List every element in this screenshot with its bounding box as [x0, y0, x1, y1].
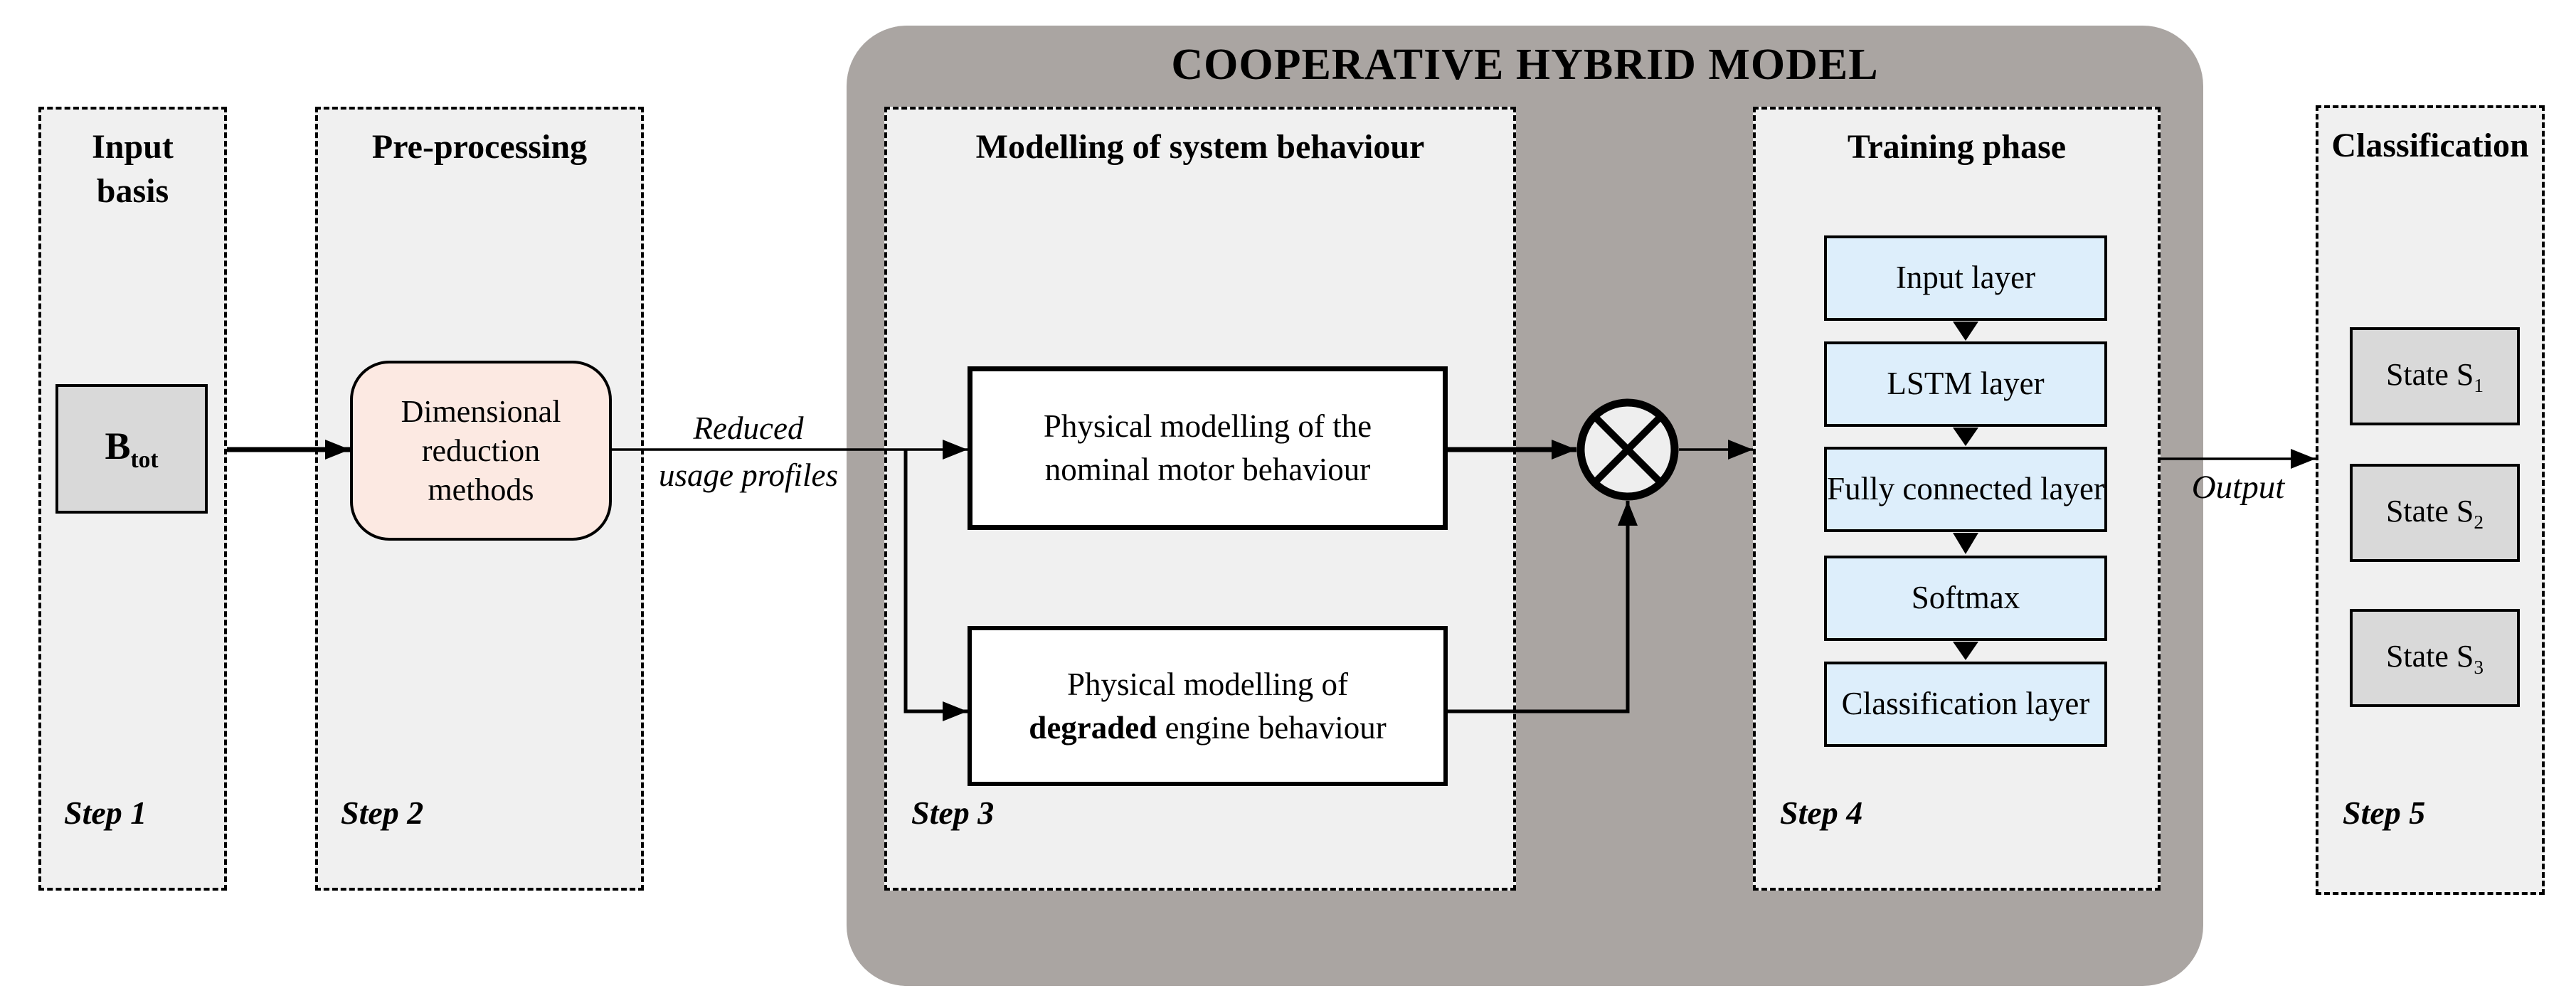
- panel-input-basis-title: Input basis: [41, 125, 224, 214]
- state-s1-subscript: 1: [2474, 374, 2484, 396]
- btot-main: B: [105, 425, 131, 468]
- step4-label: Step 4: [1780, 795, 1863, 831]
- nominal-line1: Physical modelling of the: [1043, 408, 1372, 445]
- degraded-line1: Physical modelling of: [1067, 666, 1348, 702]
- state-s2-node: State S2: [2350, 464, 2520, 562]
- state-s3-label: State S3: [2386, 638, 2484, 679]
- state-s3-node: State S3: [2350, 609, 2520, 707]
- panel-pre-processing-title: Pre-processing: [371, 128, 588, 166]
- step3-label: Step 3: [911, 795, 995, 831]
- nominal-modelling-node: Physical modelling of the nominal motor …: [968, 366, 1448, 530]
- state-s2-main: State S: [2385, 493, 2474, 529]
- output-label: Output: [2191, 469, 2285, 506]
- degraded-modelling-node: Physical modelling of degraded engine be…: [968, 626, 1448, 786]
- layer-node-input: Input layer: [1824, 235, 2107, 321]
- btot-subscript: tot: [130, 446, 159, 473]
- nominal-line2: nominal motor behaviour: [1044, 452, 1371, 487]
- degraded-rest: engine behaviour: [1157, 709, 1387, 745]
- state-s1-label: State S1: [2386, 356, 2484, 397]
- degraded-bold-word: degraded: [1029, 709, 1157, 745]
- btot-label: Btot: [105, 424, 158, 474]
- state-s1-main: State S: [2385, 356, 2474, 392]
- layer-node-softmax: Softmax: [1824, 556, 2107, 641]
- reduced-usage-profiles-label-line2: usage profiles: [658, 457, 839, 493]
- degraded-modelling-text: Physical modelling of degraded engine be…: [1029, 663, 1386, 750]
- layer-node-classification: Classification layer: [1824, 662, 2107, 747]
- nominal-modelling-text: Physical modelling of the nominal motor …: [1044, 405, 1372, 492]
- step2-label: Step 2: [341, 795, 424, 831]
- state-s1-node: State S1: [2350, 327, 2520, 425]
- dimensional-reduction-node: Dimensional reduction methods: [350, 361, 612, 541]
- step5-label: Step 5: [2343, 795, 2426, 831]
- step1-label: Step 1: [64, 795, 147, 831]
- layer-node-lstm: LSTM layer: [1824, 341, 2107, 427]
- state-s2-subscript: 2: [2474, 511, 2484, 533]
- panel-modelling-title: Modelling of system behaviour: [975, 128, 1425, 166]
- btot-node: Btot: [55, 384, 208, 514]
- panel-training-title: Training phase: [1847, 128, 2067, 166]
- state-s3-subscript: 3: [2474, 656, 2484, 678]
- state-s2-label: State S2: [2386, 493, 2484, 534]
- input-basis-title-line2: basis: [96, 172, 169, 211]
- cooperative-hybrid-model-title: COOPERATIVE HYBRID MODEL: [1171, 41, 1879, 89]
- reduced-usage-profiles-label-line1: Reduced: [693, 410, 804, 446]
- state-s3-main: State S: [2385, 638, 2474, 674]
- panel-classification-title: Classification: [2331, 127, 2529, 164]
- layer-node-fully-connected: Fully connected layer: [1824, 447, 2107, 532]
- input-basis-title-line1: Input: [92, 128, 174, 166]
